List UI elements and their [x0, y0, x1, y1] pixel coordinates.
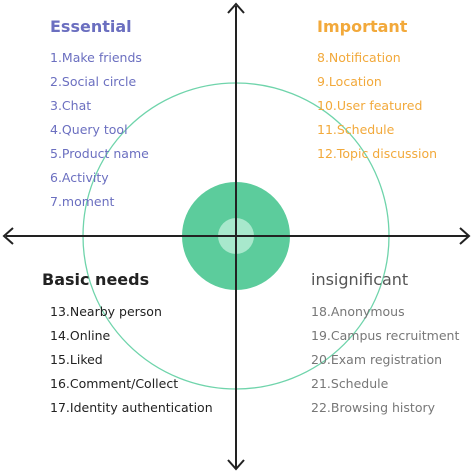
quadrant-insignificant: insignificant 18.Anonymous 19.Campus rec…	[311, 270, 459, 420]
essential-list: 1.Make friends 2.Social circle 3.Chat 4.…	[50, 46, 149, 214]
list-item: 13.Nearby person	[50, 304, 162, 319]
list-item: 5.Product name	[50, 146, 149, 161]
arrow-right-icon	[459, 227, 471, 245]
quadrant-title-essential: Essential	[50, 17, 132, 36]
list-item: 1.Make friends	[50, 50, 142, 65]
basic-needs-list: 13.Nearby person 14.Online 15.Liked 16.C…	[42, 300, 213, 420]
list-item: 10.User featured	[317, 98, 423, 113]
insignificant-list: 18.Anonymous 19.Campus recruitment 20.Ex…	[311, 300, 459, 420]
arrow-left-icon	[2, 227, 14, 245]
list-item: 7.moment	[50, 194, 115, 209]
quadrant-essential: Essential 1.Make friends 2.Social circle…	[50, 17, 149, 214]
list-item: 16.Comment/Collect	[50, 376, 179, 391]
list-item: 22.Browsing history	[311, 400, 435, 415]
list-item: 4.Query tool	[50, 122, 128, 137]
list-item: 11.Schedule	[317, 122, 395, 137]
list-item: 17.Identity authentication	[50, 400, 213, 415]
list-item: 9.Location	[317, 74, 382, 89]
quadrant-important: Important 8.Notification 9.Location 10.U…	[317, 17, 437, 166]
list-item: 21.Schedule	[311, 376, 389, 391]
quadrant-basic-needs: Basic needs 13.Nearby person 14.Online 1…	[42, 270, 213, 420]
quadrant-title-important: Important	[317, 17, 408, 36]
list-item: 2.Social circle	[50, 74, 137, 89]
list-item: 15.Liked	[50, 352, 103, 367]
list-item: 19.Campus recruitment	[311, 328, 460, 343]
list-item: 3.Chat	[50, 98, 92, 113]
list-item: 18.Anonymous	[311, 304, 405, 319]
arrow-up-icon	[227, 2, 245, 14]
arrow-down-icon	[227, 459, 245, 471]
quadrant-title-insignificant: insignificant	[311, 270, 409, 289]
list-item: 14.Online	[50, 328, 111, 343]
list-item: 20.Exam registration	[311, 352, 443, 367]
important-list: 8.Notification 9.Location 10.User featur…	[317, 46, 437, 166]
list-item: 12.Topic discussion	[317, 146, 438, 161]
quadrant-title-basic-needs: Basic needs	[42, 270, 150, 289]
list-item: 8.Notification	[317, 50, 401, 65]
list-item: 6.Activity	[50, 170, 109, 185]
